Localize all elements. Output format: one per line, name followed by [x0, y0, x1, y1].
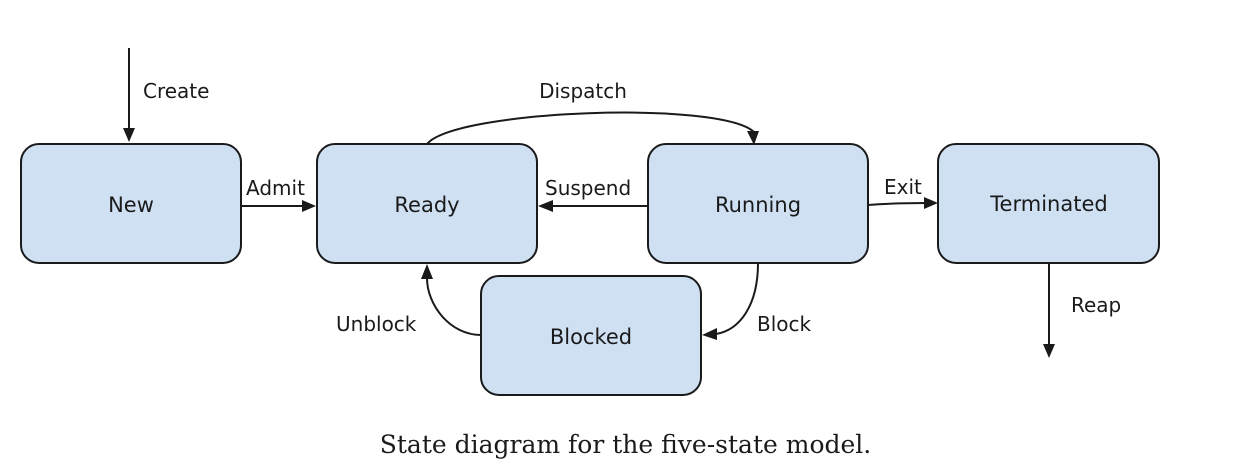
state-diagram: New Ready Running Terminated Blocked Cre… — [20, 48, 1160, 396]
suspend-label: Suspend — [545, 176, 631, 200]
admit-arrowhead — [302, 200, 316, 212]
unblock-label: Unblock — [336, 312, 417, 336]
state-terminated: Terminated — [937, 143, 1160, 264]
block-arrowhead — [702, 328, 717, 340]
reap-label: Reap — [1071, 293, 1121, 317]
dispatch-arrowhead — [747, 131, 759, 145]
transition-dispatch: Dispatch — [426, 79, 759, 145]
dispatch-label: Dispatch — [539, 79, 627, 103]
transition-exit: Exit — [867, 175, 938, 209]
admit-label: Admit — [246, 176, 305, 200]
create-label: Create — [143, 79, 209, 103]
state-blocked-label: Blocked — [550, 325, 632, 349]
transition-suspend: Suspend — [538, 176, 648, 212]
transition-unblock: Unblock — [336, 264, 482, 336]
block-label: Block — [757, 312, 812, 336]
create-arrowhead — [123, 128, 135, 142]
transition-block: Block — [702, 262, 812, 340]
state-terminated-label: Terminated — [989, 192, 1107, 216]
transition-reap: Reap — [1043, 263, 1121, 358]
state-new-label: New — [108, 193, 154, 217]
exit-arrowhead — [924, 197, 938, 209]
transition-admit: Admit — [241, 176, 316, 212]
unblock-arrowhead — [421, 264, 433, 279]
state-running: Running — [647, 143, 869, 264]
state-new: New — [20, 143, 242, 264]
state-ready: Ready — [316, 143, 538, 264]
figure-caption: State diagram for the five-state model. — [379, 430, 872, 459]
state-running-label: Running — [715, 193, 801, 217]
state-ready-label: Ready — [394, 193, 459, 217]
reap-arrowhead — [1043, 344, 1055, 358]
exit-label: Exit — [884, 175, 922, 199]
state-blocked: Blocked — [480, 275, 702, 396]
transition-create: Create — [123, 48, 209, 142]
suspend-arrowhead — [538, 200, 553, 212]
